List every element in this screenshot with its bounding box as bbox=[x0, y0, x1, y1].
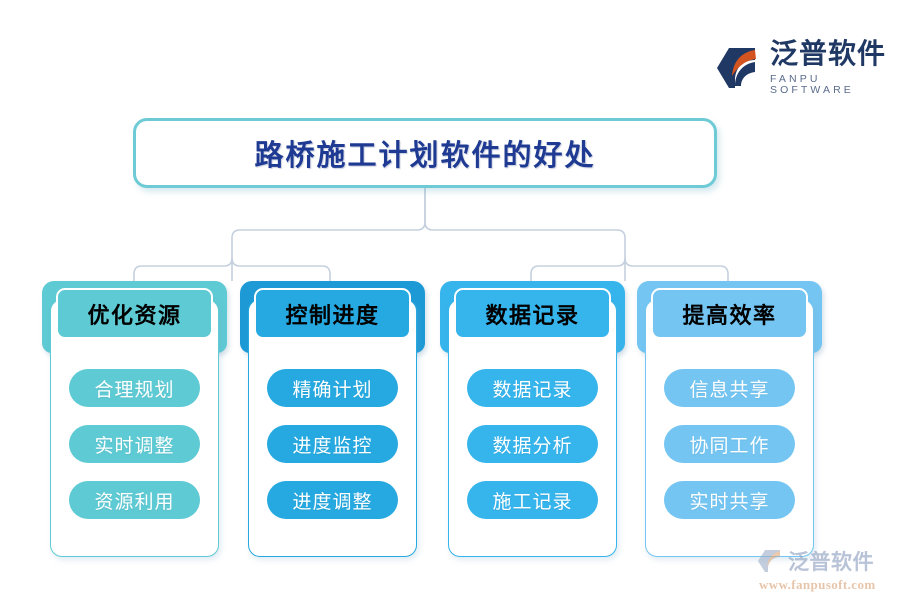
branch-column-3[interactable]: 数据记录 数据记录 数据分析 施工记录 bbox=[440, 281, 625, 559]
list-item[interactable]: 精确计划 bbox=[267, 369, 398, 407]
branch-column-2[interactable]: 控制进度 精确计划 进度监控 进度调整 bbox=[240, 281, 425, 559]
list-item[interactable]: 进度监控 bbox=[267, 425, 398, 463]
column-item-list-2: 精确计划 进度监控 进度调整 bbox=[248, 369, 417, 519]
list-item[interactable]: 实时调整 bbox=[69, 425, 200, 463]
list-item-label: 施工记录 bbox=[492, 491, 573, 513]
column-header-label: 控制进度 bbox=[285, 302, 380, 328]
list-item[interactable]: 信息共享 bbox=[664, 369, 795, 407]
list-item-label: 资源利用 bbox=[94, 491, 175, 513]
brand-logo: 泛普软件 FANPU SOFTWARE bbox=[715, 40, 900, 95]
brand-name-en: FANPU SOFTWARE bbox=[770, 73, 854, 96]
brand-text: 泛普软件 FANPU SOFTWARE bbox=[770, 40, 900, 95]
branch-column-4[interactable]: 提高效率 信息共享 协同工作 实时共享 bbox=[637, 281, 822, 559]
column-item-list-1: 合理规划 实时调整 资源利用 bbox=[50, 369, 219, 519]
list-item-label: 协同工作 bbox=[689, 435, 770, 457]
list-item-label: 合理规划 bbox=[94, 379, 175, 401]
fanpu-logo-icon bbox=[715, 46, 761, 90]
list-item[interactable]: 数据记录 bbox=[467, 369, 598, 407]
list-item-label: 实时调整 bbox=[94, 435, 175, 457]
column-item-list-4: 信息共享 协同工作 实时共享 bbox=[645, 369, 814, 519]
diagram-title-box: 路桥施工计划软件的好处 bbox=[133, 118, 717, 188]
list-item-label: 精确计划 bbox=[292, 379, 373, 401]
watermark-url: www.fanpusoft.com bbox=[759, 577, 876, 592]
fanpu-watermark-icon bbox=[757, 549, 783, 573]
list-item[interactable]: 实时共享 bbox=[664, 481, 795, 519]
list-item-label: 信息共享 bbox=[689, 379, 770, 401]
branch-column-1[interactable]: 优化资源 合理规划 实时调整 资源利用 bbox=[42, 281, 227, 559]
page-title: 路桥施工计划软件的好处 bbox=[254, 140, 596, 172]
column-item-list-3: 数据记录 数据分析 施工记录 bbox=[448, 369, 617, 519]
column-header-4[interactable]: 提高效率 bbox=[651, 288, 808, 339]
watermark-row: 泛普软件 bbox=[757, 546, 874, 576]
list-item[interactable]: 合理规划 bbox=[69, 369, 200, 407]
column-header-label: 提高效率 bbox=[682, 302, 777, 328]
column-header-2[interactable]: 控制进度 bbox=[254, 288, 411, 339]
watermark: 泛普软件 www.fanpusoft.com bbox=[757, 546, 876, 593]
list-item[interactable]: 施工记录 bbox=[467, 481, 598, 519]
list-item-label: 实时共享 bbox=[689, 491, 770, 513]
watermark-name: 泛普软件 bbox=[788, 551, 874, 574]
column-header-3[interactable]: 数据记录 bbox=[454, 288, 611, 339]
brand-name-cn: 泛普软件 bbox=[770, 38, 887, 69]
list-item-label: 进度监控 bbox=[292, 435, 373, 457]
list-item[interactable]: 数据分析 bbox=[467, 425, 598, 463]
list-item-label: 数据分析 bbox=[492, 435, 573, 457]
column-header-label: 数据记录 bbox=[485, 302, 580, 328]
column-header-label: 优化资源 bbox=[87, 302, 182, 328]
list-item-label: 数据记录 bbox=[492, 379, 573, 401]
list-item-label: 进度调整 bbox=[292, 491, 373, 513]
list-item[interactable]: 进度调整 bbox=[267, 481, 398, 519]
column-header-1[interactable]: 优化资源 bbox=[56, 288, 213, 339]
list-item[interactable]: 资源利用 bbox=[69, 481, 200, 519]
list-item[interactable]: 协同工作 bbox=[664, 425, 795, 463]
